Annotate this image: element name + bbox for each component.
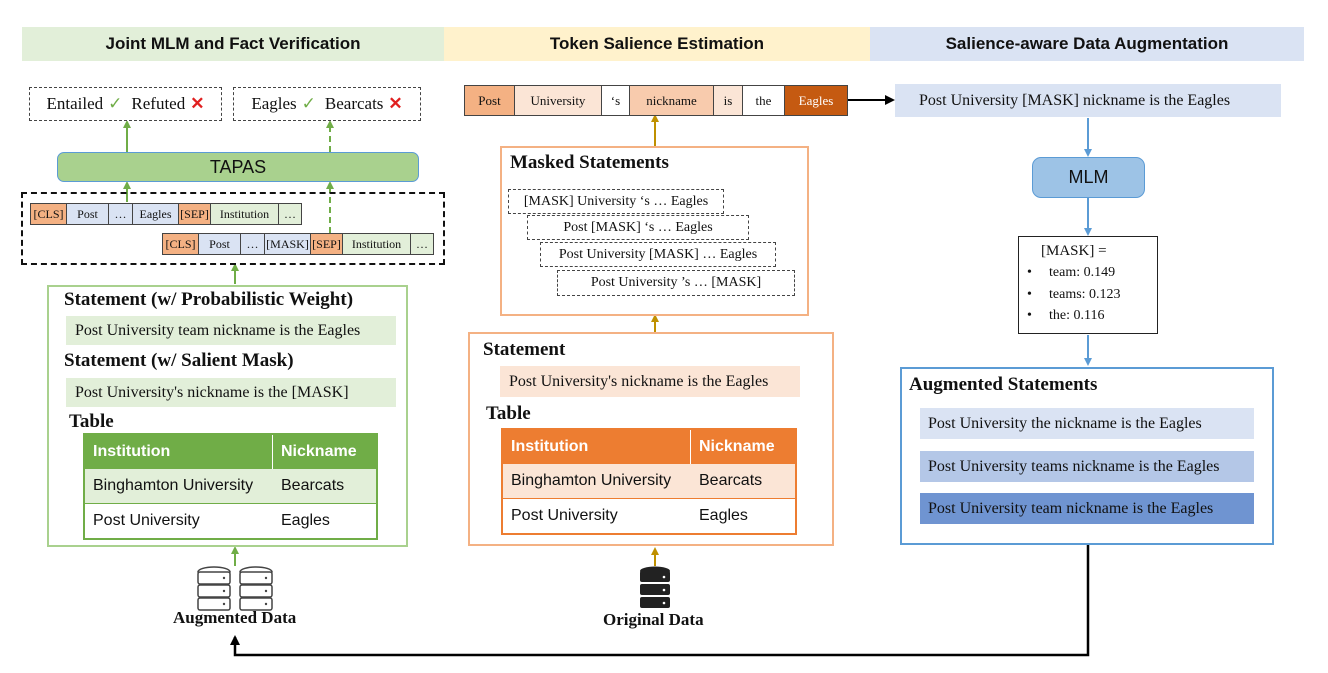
token-institution: Institution bbox=[343, 234, 411, 254]
mask-prediction-item: • teams: 0.123 bbox=[1027, 287, 1121, 303]
table-row: Post University Eagles bbox=[85, 504, 376, 538]
mask-prediction-title: [MASK] = bbox=[1041, 243, 1107, 259]
band-joint-mlm: Joint MLM and Fact Verification bbox=[22, 27, 444, 61]
token-ellipsis: … bbox=[109, 204, 133, 224]
bullet: • bbox=[1027, 308, 1032, 323]
masked-statements-panel bbox=[500, 146, 809, 316]
table-header-nickname: Nickname bbox=[699, 438, 775, 455]
salience-token: Eagles bbox=[785, 86, 847, 115]
table-header-row: Institution Nickname bbox=[85, 435, 376, 469]
band-salience-augmentation: Salience-aware Data Augmentation bbox=[870, 27, 1304, 61]
statement-mask-text: Post University's nickname is the [MASK] bbox=[66, 378, 396, 407]
table-row: Post University Eagles bbox=[503, 499, 795, 533]
input-sequence-1: [CLS] Post … Eagles [SEP] Institution … bbox=[30, 203, 302, 225]
augmented-input-panel bbox=[47, 285, 408, 547]
input-sequence-2: [CLS] Post … [MASK] [SEP] Institution … bbox=[162, 233, 434, 255]
token-sep: [SEP] bbox=[311, 234, 343, 254]
masked-statement: [MASK] University ‘s … Eagles bbox=[508, 189, 724, 214]
bullet: • bbox=[1027, 287, 1032, 302]
token-ellipsis: … bbox=[411, 234, 433, 254]
tapas-model: TAPAS bbox=[57, 152, 419, 182]
salience-token: University bbox=[515, 86, 602, 115]
augmented-statements-panel bbox=[900, 367, 1274, 545]
statement-weight-title: Statement (w/ Probabilistic Weight) bbox=[64, 289, 354, 310]
token-eagles: Eagles bbox=[133, 204, 179, 224]
original-data-label: Original Data bbox=[603, 610, 704, 629]
masked-statement: Post University [MASK] … Eagles bbox=[540, 242, 776, 267]
database-icon bbox=[640, 566, 670, 608]
table-cell: Binghamton University bbox=[511, 472, 672, 489]
token-sep: [SEP] bbox=[179, 204, 211, 224]
token-post: Post bbox=[199, 234, 241, 254]
arrow-augmented-to-data bbox=[230, 545, 1090, 657]
table-cell: Binghamton University bbox=[93, 477, 254, 494]
table-cell: Bearcats bbox=[281, 477, 345, 494]
mask-prediction-box: [MASK] = • team: 0.149 • teams: 0.123 • … bbox=[1018, 236, 1158, 334]
cross-icon: ✕ bbox=[190, 94, 205, 113]
label-output-box: Entailed ✓ Refuted ✕ bbox=[29, 87, 222, 121]
table-cell: Bearcats bbox=[699, 472, 763, 489]
left-table-title: Table bbox=[69, 411, 114, 432]
bullet: • bbox=[1027, 265, 1032, 280]
table-cell: Eagles bbox=[699, 507, 748, 524]
token-post: Post bbox=[67, 204, 109, 224]
prediction-text: the: 0.116 bbox=[1049, 308, 1105, 323]
table-cell: Post University bbox=[511, 507, 618, 524]
prediction-text: team: 0.149 bbox=[1049, 265, 1116, 280]
table-cell: Post University bbox=[93, 512, 200, 529]
answer-bearcats: Bearcats bbox=[324, 94, 384, 113]
table-header-nickname: Nickname bbox=[281, 443, 357, 460]
token-mask: [MASK] bbox=[265, 234, 311, 254]
mask-prediction-item: • the: 0.116 bbox=[1027, 308, 1104, 324]
table-header-row: Institution Nickname bbox=[503, 430, 795, 464]
band-token-salience: Token Salience Estimation bbox=[444, 27, 870, 61]
cross-icon: ✕ bbox=[388, 94, 403, 113]
augmented-data-label: Augmented Data bbox=[173, 608, 297, 627]
token-cls: [CLS] bbox=[163, 234, 199, 254]
augmented-statement: Post University team nickname is the Eag… bbox=[920, 493, 1254, 524]
salience-token: is bbox=[714, 86, 743, 115]
middle-table: Institution Nickname Binghamton Universi… bbox=[501, 428, 797, 535]
salience-token: ‘s bbox=[602, 86, 630, 115]
table-row: Binghamton University Bearcats bbox=[85, 469, 376, 504]
label-refuted: Refuted bbox=[131, 94, 186, 113]
token-institution: Institution bbox=[211, 204, 279, 224]
check-icon: ✓ bbox=[301, 94, 316, 113]
masked-statement: Post [MASK] ‘s … Eagles bbox=[527, 215, 749, 240]
answer-output-box: Eagles ✓ Bearcats ✕ bbox=[233, 87, 421, 121]
middle-statement-text: Post University's nickname is the Eagles bbox=[500, 366, 800, 397]
statement-weight-text: Post University team nickname is the Eag… bbox=[66, 316, 396, 345]
augmented-statement: Post University the nickname is the Eagl… bbox=[920, 408, 1254, 439]
label-entailed: Entailed bbox=[46, 94, 104, 113]
original-input-panel bbox=[468, 332, 834, 546]
token-ellipsis: … bbox=[241, 234, 265, 254]
mlm-model: MLM bbox=[1032, 157, 1145, 198]
token-cls: [CLS] bbox=[31, 204, 67, 224]
table-row: Binghamton University Bearcats bbox=[503, 464, 795, 499]
mask-prediction-item: • team: 0.149 bbox=[1027, 265, 1115, 281]
middle-statement-title: Statement bbox=[483, 339, 566, 360]
input-sequence-group bbox=[21, 192, 445, 265]
table-cell: Eagles bbox=[281, 512, 330, 529]
masked-statement: Post University ’s … [MASK] bbox=[557, 270, 795, 296]
salience-token: the bbox=[743, 86, 785, 115]
left-table: Institution Nickname Binghamton Universi… bbox=[83, 433, 378, 540]
middle-table-title: Table bbox=[486, 403, 531, 424]
salience-token: Post bbox=[465, 86, 515, 115]
statement-mask-title: Statement (w/ Salient Mask) bbox=[64, 350, 294, 371]
database-icon-group bbox=[197, 566, 273, 611]
prediction-text: teams: 0.123 bbox=[1049, 287, 1121, 302]
table-header-institution: Institution bbox=[85, 435, 273, 469]
masked-statements-title: Masked Statements bbox=[510, 152, 669, 173]
check-icon: ✓ bbox=[108, 94, 123, 113]
token-ellipsis: … bbox=[279, 204, 301, 224]
answer-eagles: Eagles bbox=[251, 94, 297, 113]
augmented-statement: Post University teams nickname is the Ea… bbox=[920, 451, 1254, 482]
masked-statement-selected: Post University [MASK] nickname is the E… bbox=[895, 84, 1281, 117]
augmented-statements-title: Augmented Statements bbox=[909, 374, 1098, 395]
table-header-institution: Institution bbox=[503, 430, 691, 464]
salience-token: nickname bbox=[630, 86, 714, 115]
salience-token-row: Post University ‘s nickname is the Eagle… bbox=[464, 85, 848, 116]
